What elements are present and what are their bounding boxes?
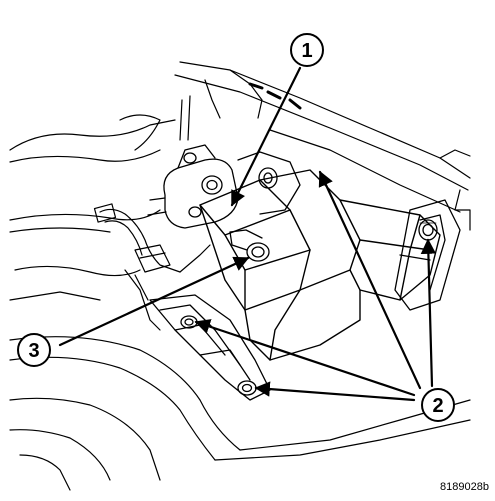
callout-1-label: 1 [301, 40, 312, 62]
fastener-lower-1 [180, 315, 198, 329]
leader-2c [194, 319, 416, 397]
right-bracket [394, 199, 461, 311]
leader-2a [318, 170, 422, 390]
lower-trim [9, 336, 471, 491]
callout-1: 1 [290, 33, 324, 67]
upper-panel [174, 61, 471, 231]
fastener-lower-2 [237, 380, 257, 396]
left-frame [9, 95, 191, 301]
leader-2b [420, 238, 437, 388]
leader-1 [230, 66, 302, 207]
figure-id: 8189028b [440, 481, 489, 493]
callout-3-label: 3 [28, 340, 39, 362]
callout-2-label: 2 [432, 395, 443, 417]
leader-3 [58, 256, 250, 347]
leader-2d [254, 381, 416, 402]
lower-mount-plate [149, 294, 271, 401]
callout-3: 3 [17, 333, 51, 367]
leader-lines [58, 66, 437, 402]
module-housing [199, 169, 441, 361]
wiring-harness [93, 203, 211, 331]
callout-2: 2 [421, 388, 455, 422]
fastener-callout-3 [229, 229, 270, 262]
